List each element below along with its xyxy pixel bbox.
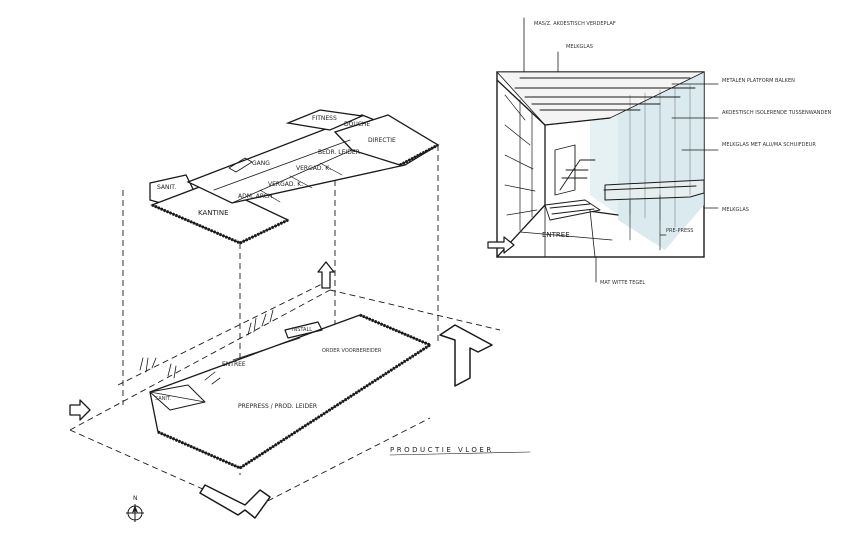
arrow-icon [439,324,493,387]
perspective-callouts: MAS/Z. AKOESTISCH VERDEPLAF MELKGLAS MET… [534,21,832,286]
callout-tussenwanden: AKOESTISCH ISOLERENDE TUSSENWANDEN [722,110,832,116]
callout-tussenwanden-line: AKOESTISCH ISOLERENDE TUSSENWANDEN [722,110,832,116]
interior-perspective: ENTREE [487,17,719,283]
room-directie: DIRECTIE [368,137,396,144]
room-order-voorbereider: ORDER VOORBEREIDER [322,348,382,354]
callout-mat-witte-tegel: MAT WITTE TEGEL [600,280,645,286]
arrow-icon [69,399,91,421]
callout-melkglas-right: MELKGLAS [722,207,749,213]
room-administratie-archief: ADM. ARCH. [238,193,274,200]
caption-productie-vloer: PRODUCTIE VLOER [390,446,494,454]
arrow-icon [199,484,271,519]
callout-schuifdeur: MELKGLAS MET ALU/MA SCHUIFDEUR [722,142,816,148]
room-sanitair-ground: SANIT. [155,396,171,402]
north-arrow-icon: N [126,495,144,522]
room-bedrijfsleider: BEDR. LEIDER [318,149,360,156]
upper-floor-plan: FITNESS DOUCHE DIRECTIE BEDR. LEIDER GAN… [149,109,440,245]
callout-metalen-platform-line: METALEN PLATFORM BALKEN [722,78,795,84]
compass-north-label: N [133,495,138,502]
room-sanitair-upper: SANIT. [157,184,176,191]
room-douche: DOUCHE [344,121,370,128]
callout-prepress: PRE-PRESS [666,228,693,234]
arrow-icon [487,236,515,254]
room-vergaderkamer-2: VERGAD. K. [268,181,303,188]
room-kantine: KANTINE [198,209,229,217]
callout-metalen-platform: METALEN PLATFORM BALKEN [722,78,795,84]
plant-symbols [139,309,274,385]
room-gang: GANG [252,160,270,167]
room-vergaderkamer-1: VERGAD. K. [296,165,331,172]
room-prepress-productieleider: PREPRESS / PROD. LEIDER [238,403,317,410]
room-fitness: FITNESS [312,115,337,122]
room-install: INSTALL [292,327,312,333]
callout-akoestisch-plafond: MAS/Z. AKOESTISCH VERDEPLAF [534,21,616,27]
arrow-icon [317,261,335,289]
callout-melkglas-top: MELKGLAS [566,44,593,50]
perspective-entree-label: ENTREE [542,231,570,239]
room-entree-ground: ENTREE [222,361,246,368]
callout-schuifdeur-line: MELKGLAS MET ALU/MA SCHUIFDEUR [722,142,816,148]
ground-floor-plan: INSTALL ORDER VOORBEREIDER ENTREE SANIT.… [139,309,432,470]
